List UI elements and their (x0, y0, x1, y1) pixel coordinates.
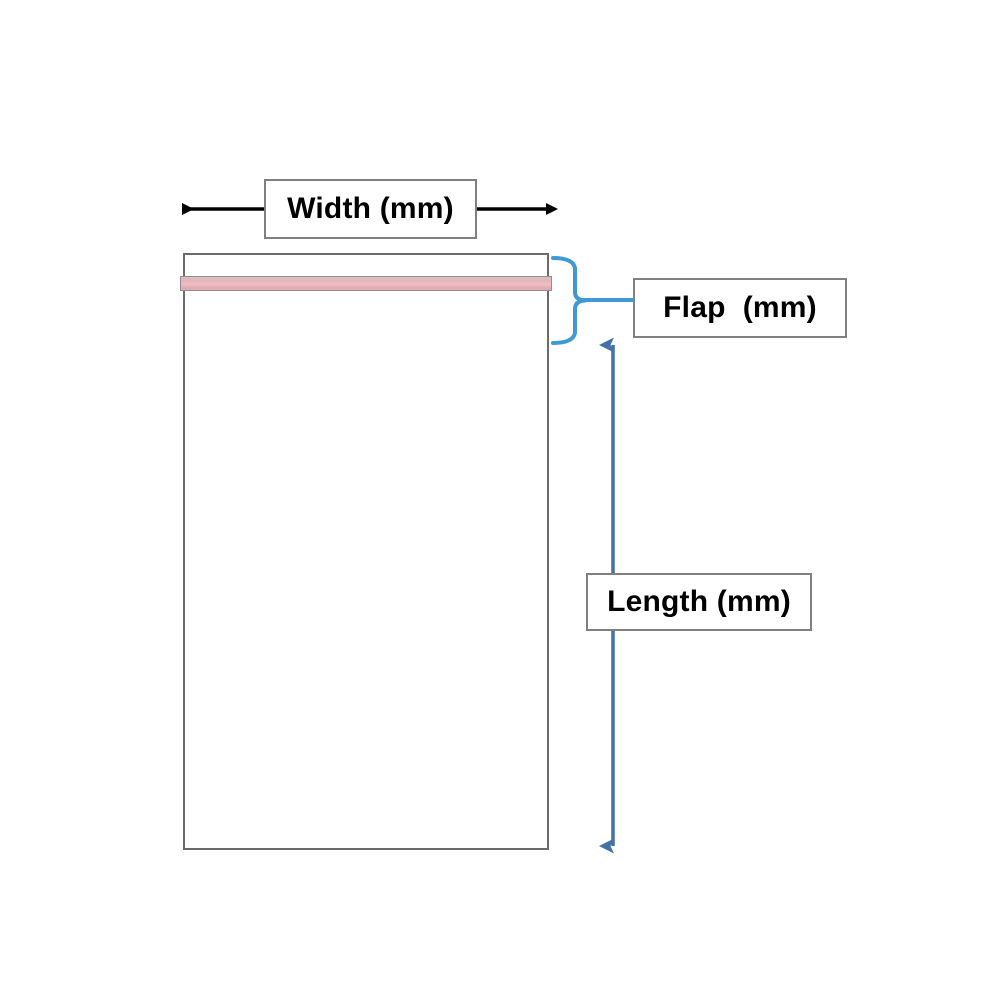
adhesive-strip (180, 276, 552, 291)
width-label-box: Width (mm) (264, 179, 477, 239)
flap-label-box: Flap (mm) (633, 278, 847, 338)
width-label-text: Width (mm) (287, 192, 454, 225)
length-label-box: Length (mm) (586, 573, 812, 631)
flap-brace (551, 256, 587, 345)
bag-outline (183, 253, 549, 850)
flap-label-text: Flap (mm) (663, 291, 817, 324)
length-label-text: Length (mm) (607, 585, 791, 618)
